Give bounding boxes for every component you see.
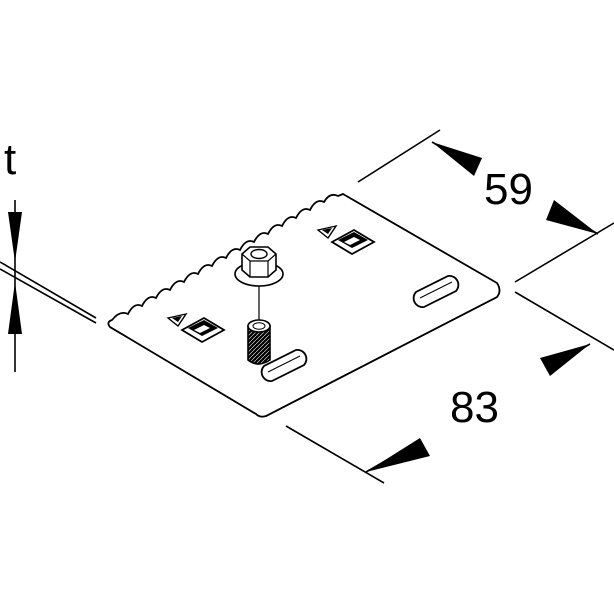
thickness-arrow-bottom <box>8 282 22 334</box>
width-arrow-left <box>432 142 482 176</box>
width-dimension: 59 <box>357 129 614 283</box>
length-arrow-left <box>366 438 430 472</box>
length-label: 83 <box>450 383 499 432</box>
thickness-label: t <box>4 135 16 184</box>
thickness-extension-bottom <box>0 268 97 324</box>
connector-plate <box>107 193 501 418</box>
thickness-extension-top <box>0 261 97 319</box>
hex-flange-nut <box>234 246 284 287</box>
width-extension-back <box>357 129 441 183</box>
nut-bore <box>250 248 268 260</box>
square-opening-right <box>316 224 376 256</box>
thickness-dimension: t <box>0 135 97 372</box>
oblong-hole-front <box>260 349 308 382</box>
thickness-arrow-top <box>8 212 22 262</box>
length-extension-left <box>285 425 385 484</box>
width-label: 59 <box>484 165 533 214</box>
square-opening-left <box>166 312 226 344</box>
length-arrow-right <box>540 344 590 376</box>
width-extension-front <box>514 222 614 283</box>
width-arrow-right <box>546 200 598 234</box>
length-dimension: 83 <box>285 291 614 484</box>
threaded-pin <box>247 319 271 365</box>
oblong-hole-back <box>412 275 460 308</box>
length-extension-right <box>514 291 614 351</box>
plate-top-face <box>107 193 501 418</box>
